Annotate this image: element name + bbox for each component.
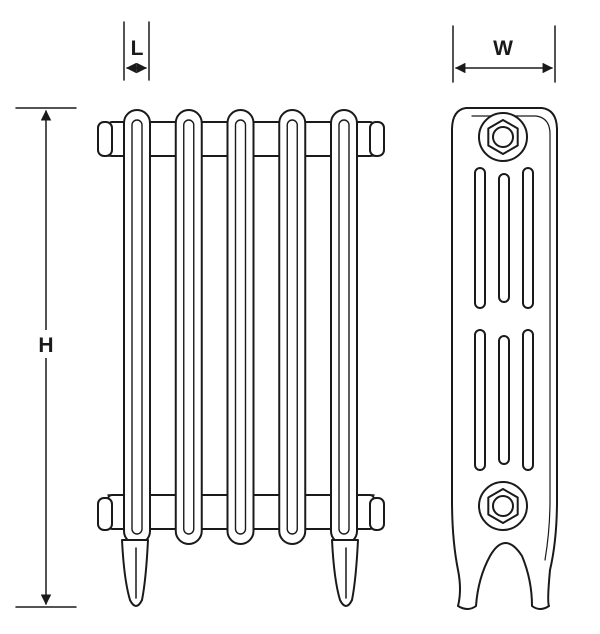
top-hex-nut [478, 112, 528, 162]
side-slot [474, 167, 486, 309]
front-view [97, 109, 385, 607]
side-slots [474, 167, 534, 471]
dimension-height: H [15, 107, 77, 608]
right-bottom-plug [369, 497, 385, 531]
dimension-width: W [452, 25, 556, 83]
dimension-length: L [123, 21, 150, 81]
front-column [226, 109, 255, 545]
right-top-plug [369, 121, 385, 157]
left-foot [121, 539, 149, 607]
front-column [330, 109, 358, 545]
front-column [174, 109, 203, 545]
side-slot [522, 329, 534, 471]
side-view [451, 107, 558, 610]
side-slot [498, 173, 510, 303]
width-label: W [493, 37, 513, 60]
front-column [123, 109, 151, 545]
side-body-inner [471, 115, 551, 561]
front-column [278, 109, 307, 545]
side-slot [522, 167, 534, 309]
front-columns [123, 109, 358, 545]
left-top-plug [97, 121, 113, 157]
side-slot [474, 329, 486, 471]
right-foot [331, 539, 359, 607]
side-slot [498, 335, 510, 465]
left-bottom-plug [97, 497, 113, 531]
bottom-hex-nut [478, 481, 528, 531]
length-label: L [131, 37, 144, 60]
height-label: H [38, 334, 53, 357]
height-label-bg [34, 330, 58, 358]
